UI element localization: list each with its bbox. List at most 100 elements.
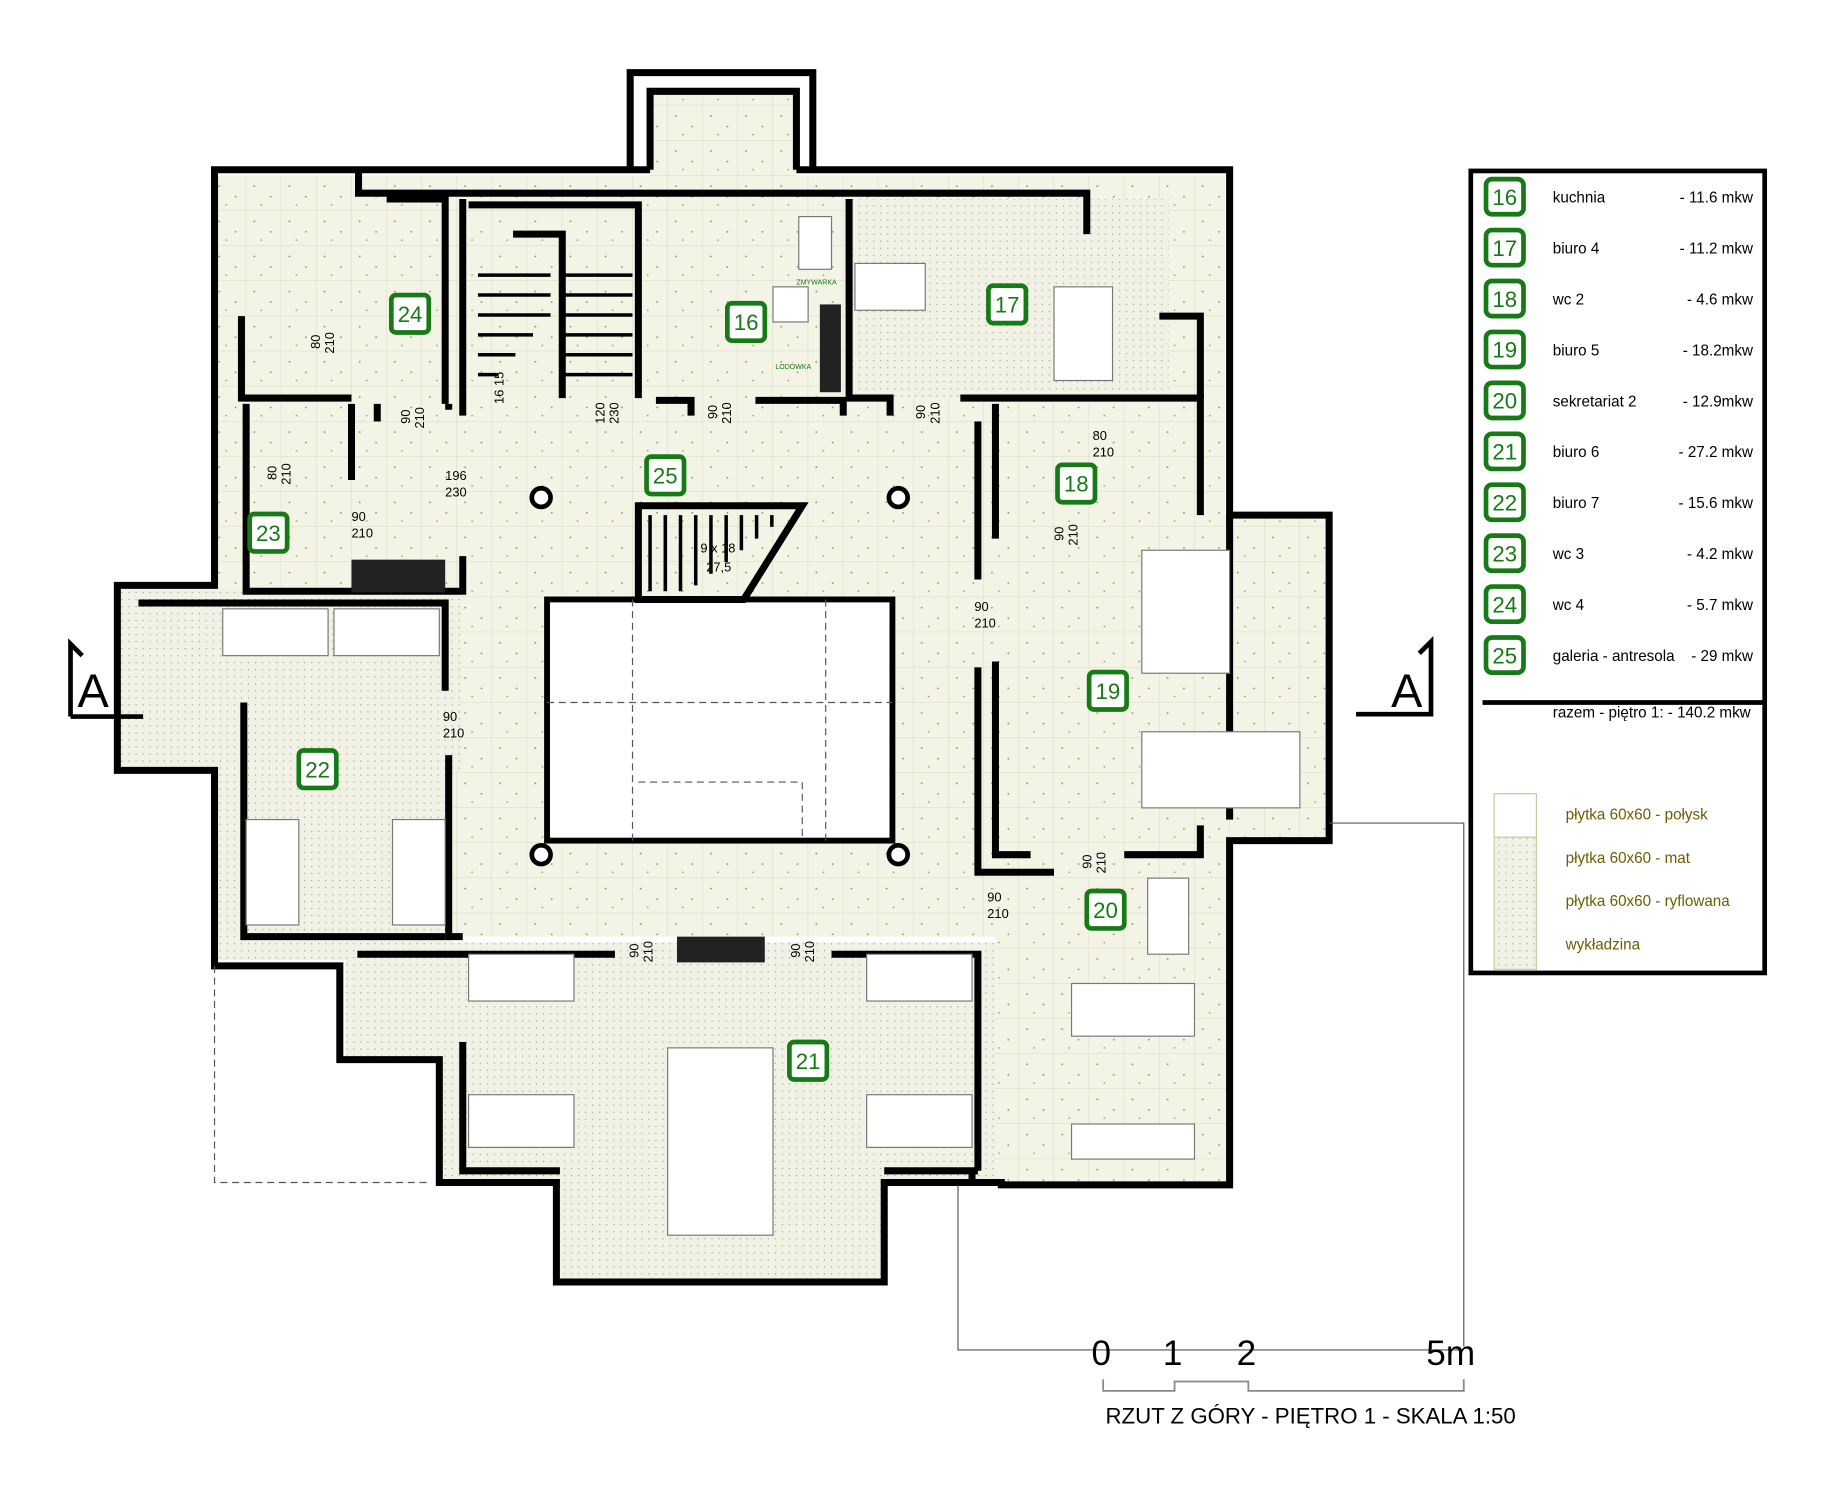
stair-lower-label: 9 x 18 [700, 541, 735, 556]
legend-room-badge: 20 [1483, 380, 1526, 421]
door-dim: 90 [913, 405, 928, 419]
door-dim: 210 [987, 906, 1008, 921]
legend-room-name: biuro 7 [1553, 495, 1600, 512]
legend-room-badge: 21 [1483, 431, 1526, 472]
room-tags: 16 17 18 19 20 21 22 23 24 25 [247, 283, 1129, 1082]
svg-text:23: 23 [256, 521, 281, 546]
room-tag-23[interactable]: 23 [247, 511, 290, 554]
room-tag-22[interactable]: 22 [296, 748, 339, 791]
door-dim: 90 [443, 709, 457, 724]
svg-text:19: 19 [1492, 338, 1517, 363]
dishwasher-label: ZMYWARKA [796, 280, 837, 287]
legend-room-name: biuro 4 [1553, 240, 1600, 257]
svg-text:A: A [1391, 665, 1423, 717]
legend-room-badge: 24 [1483, 584, 1526, 625]
legend-row: 21 biuro 6 - 27.2 mkw [1483, 431, 1754, 472]
svg-text:16: 16 [734, 310, 759, 335]
svg-text:16: 16 [1492, 185, 1517, 210]
room-tag-21[interactable]: 21 [787, 1039, 830, 1082]
legend-row: 25 galeria - antresola - 29 mkw [1483, 635, 1754, 675]
legend-room-area: - 11.6 mkw [1680, 190, 1754, 207]
legend-room-name: biuro 5 [1553, 342, 1600, 359]
door-dim: 210 [279, 463, 294, 484]
room-tag-19[interactable]: 19 [1086, 669, 1129, 712]
legend-row: 16 kuchnia - 11.6 mkw [1483, 176, 1754, 217]
door-dim: 210 [1065, 524, 1080, 545]
stair-landing-label: 16 15 [492, 372, 507, 404]
svg-text:2: 2 [1237, 1334, 1257, 1373]
legend-room-area: - 11.2 mkw [1680, 240, 1754, 257]
total-area: razem - piętro 1: - 140.2 mkw [1553, 705, 1752, 722]
svg-text:A: A [78, 665, 110, 717]
legend-room-badge: 25 [1483, 635, 1526, 675]
radiator [351, 559, 446, 593]
svg-text:24: 24 [1492, 592, 1517, 617]
door-dim: 80 [1093, 428, 1107, 443]
svg-text:18: 18 [1064, 472, 1089, 497]
door-dim: 210 [1094, 852, 1109, 873]
stair-lower-label2: 27,5 [706, 559, 731, 574]
room-tag-16[interactable]: 16 [725, 300, 768, 344]
stair-void [544, 596, 896, 844]
svg-text:23: 23 [1492, 541, 1517, 566]
room-tag-17[interactable]: 17 [986, 283, 1029, 326]
legend-room-name: sekretariat 2 [1553, 393, 1637, 410]
room-tag-18[interactable]: 18 [1055, 462, 1098, 505]
legend-row: 17 biuro 4 - 11.2 mkw [1483, 227, 1754, 268]
legend-room-area: - 12.9mkw [1683, 393, 1754, 410]
svg-text:5m: 5m [1426, 1334, 1475, 1373]
room-tag-20[interactable]: 20 [1084, 888, 1127, 931]
legend-room-name: galeria - antresola [1553, 648, 1675, 665]
door-dim: 120 [592, 402, 607, 423]
scale-bar: 0 1 2 5m RZUT Z GÓRY - PIĘTRO 1 - SKALA … [1091, 1334, 1515, 1429]
room-tag-24[interactable]: 24 [388, 292, 432, 335]
door-dim: 210 [322, 332, 337, 353]
svg-text:24: 24 [398, 302, 423, 327]
legend-room-name: biuro 6 [1553, 444, 1600, 461]
legend-room-name: wc 4 [1552, 597, 1585, 614]
svg-text:25: 25 [653, 464, 678, 489]
drawing-title: RZUT Z GÓRY - PIĘTRO 1 - SKALA 1:50 [1106, 1404, 1516, 1429]
legend-room-name: kuchnia [1553, 190, 1606, 207]
legend-room-badge: 19 [1483, 329, 1526, 370]
room-tag-25[interactable]: 25 [644, 454, 687, 497]
material-label: płytka 60x60 - połysk [1566, 807, 1709, 824]
svg-text:17: 17 [995, 293, 1020, 318]
svg-text:21: 21 [1492, 440, 1517, 465]
legend-room-area: - 27.2 mkw [1679, 444, 1754, 461]
legend-row: 20 sekretariat 2 - 12.9mkw [1483, 380, 1754, 421]
door-dim: 210 [352, 525, 373, 540]
walls [113, 69, 1333, 1286]
legend-room-badge: 17 [1483, 227, 1526, 268]
door-dim: 210 [974, 616, 995, 631]
door-dim: 90 [626, 943, 641, 957]
door-dim: 80 [265, 466, 280, 480]
svg-text:20: 20 [1093, 898, 1118, 923]
legend-room-area: - 15.6 mkw [1679, 495, 1754, 512]
svg-text:1: 1 [1163, 1334, 1183, 1373]
legend-room-area: - 18.2mkw [1683, 342, 1754, 359]
section-marker-right: A [1356, 635, 1434, 717]
svg-text:17: 17 [1492, 236, 1517, 261]
section-marker-left: A [68, 638, 144, 719]
svg-text:19: 19 [1095, 679, 1120, 704]
legend-row: 19 biuro 5 - 18.2mkw [1483, 329, 1754, 370]
door-dim: 80 [308, 335, 323, 349]
legend: 16 kuchnia - 11.6 mkw 17 biuro 4 - 11.2 mkw 18… [1468, 168, 1768, 976]
legend-room-badge: 22 [1483, 482, 1526, 523]
legend-room-area: - 4.6 mkw [1687, 291, 1754, 308]
legend-room-name: wc 2 [1552, 291, 1584, 308]
door-dim: 210 [802, 941, 817, 962]
door-dim: 90 [974, 599, 988, 614]
legend-room-badge: 23 [1483, 533, 1526, 574]
kitchen: ZMYWARKA LODÓWKA [772, 216, 841, 393]
svg-text:18: 18 [1492, 287, 1517, 312]
legend-room-area: - 29 mkw [1691, 648, 1754, 665]
door-dim: 90 [705, 405, 720, 419]
door-dim: 210 [640, 941, 655, 962]
door-dim: 90 [1079, 854, 1094, 868]
